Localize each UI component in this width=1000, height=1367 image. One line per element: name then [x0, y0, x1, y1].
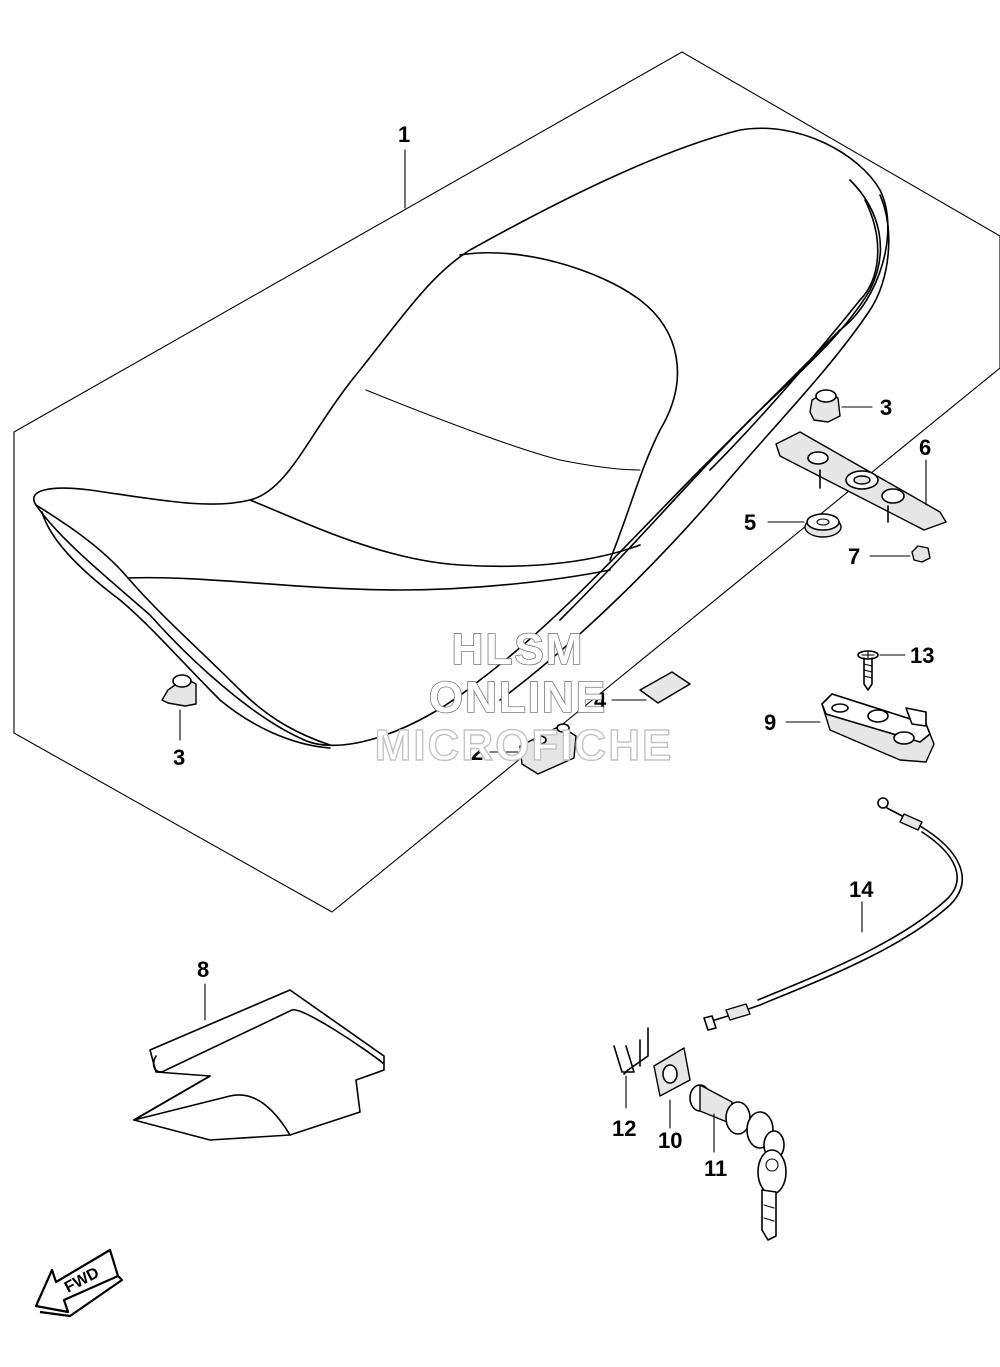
lock-plate — [653, 1047, 691, 1097]
callout-13: 13 — [910, 643, 934, 668]
watermark-line1: HLSM — [452, 625, 585, 674]
callout-2: 2 — [471, 740, 483, 765]
callout-7: 7 — [848, 544, 860, 569]
callout-12: 12 — [612, 1116, 636, 1141]
seat-lock — [821, 693, 935, 763]
callout-5: 5 — [744, 510, 756, 535]
callout-3b: 3 — [880, 395, 892, 420]
seat-assembly-box — [13, 51, 1000, 913]
callout-14: 14 — [849, 877, 874, 902]
seat-bracket — [775, 431, 947, 531]
nut — [911, 545, 931, 563]
callout-9: 9 — [764, 710, 776, 735]
callout-10: 10 — [658, 1128, 682, 1153]
rubber-bumper-right — [809, 389, 841, 423]
callout-4: 4 — [594, 688, 607, 713]
callout-8: 8 — [197, 957, 209, 982]
seat-lock-cable — [703, 797, 963, 1031]
watermark-line2: ONLINE — [429, 673, 607, 722]
seat — [33, 127, 890, 749]
clamp — [519, 723, 577, 775]
rubber-bumper-left — [161, 674, 197, 707]
seat-tray — [133, 989, 385, 1141]
callout-11: 11 — [704, 1156, 727, 1181]
callout-1: 1 — [398, 122, 410, 147]
screw — [857, 650, 879, 691]
caution-label — [639, 671, 691, 704]
grommet — [804, 513, 842, 538]
callout-6: 6 — [919, 435, 931, 460]
clip — [613, 1027, 649, 1075]
watermark-line3: MICROFICHE — [375, 721, 674, 770]
lock-cylinder-keys — [689, 1084, 787, 1241]
fwd-arrow-icon: FWD — [34, 1248, 124, 1318]
callout-3a: 3 — [173, 745, 185, 770]
